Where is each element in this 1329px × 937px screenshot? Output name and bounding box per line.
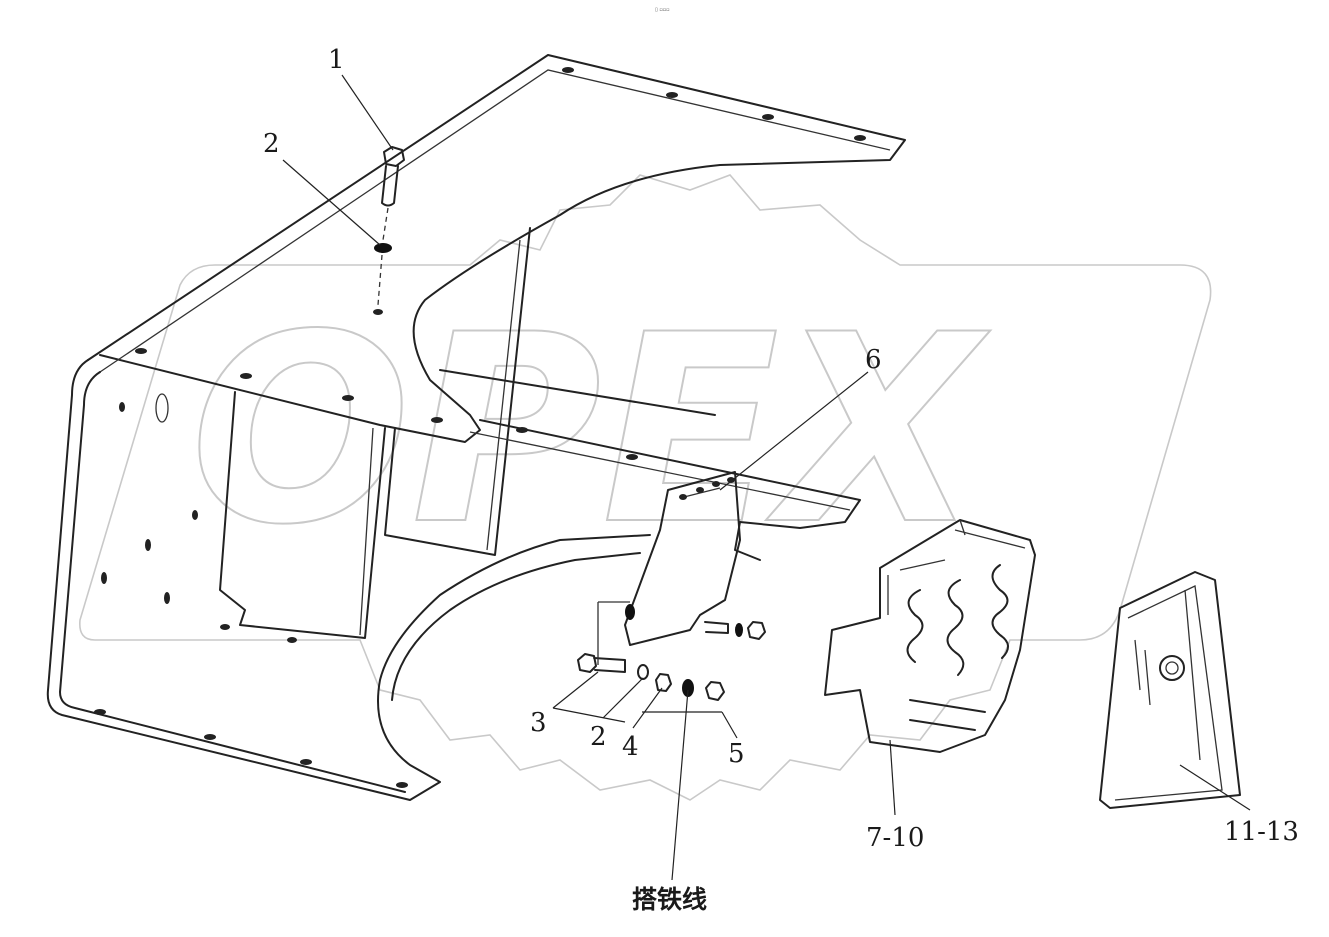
callout-6: 6 xyxy=(865,345,882,375)
callout-1: 1 xyxy=(328,45,345,75)
callout-2-top: 2 xyxy=(263,129,280,159)
bracket-middle-shelf xyxy=(439,369,861,561)
bracket-plate-6 xyxy=(624,471,741,646)
main-bracket xyxy=(46,54,906,801)
large-hole xyxy=(155,393,169,423)
callout-4: 4 xyxy=(622,732,639,762)
bolt-shank xyxy=(381,165,399,207)
nut-5 xyxy=(705,681,725,701)
callout-2-bottom: 2 xyxy=(590,722,607,752)
callout-11-13: 11-13 xyxy=(1224,817,1299,847)
header-mark: ▯ ▫▫▫ xyxy=(655,7,670,13)
top-bolt-assembly xyxy=(374,146,405,306)
callout-7-10: 7-10 xyxy=(866,823,924,853)
bolt-head xyxy=(383,146,405,167)
watermark-gear-outline xyxy=(78,174,1212,801)
cover-7-10 xyxy=(824,519,1036,753)
watermark-text: OPEX xyxy=(190,280,990,582)
callout-ground-wire: 搭铁线 xyxy=(632,885,707,914)
washer-2 xyxy=(637,664,649,680)
callout-3: 3 xyxy=(530,708,547,738)
bracket-left-profile xyxy=(46,359,651,801)
callout-5: 5 xyxy=(728,739,745,769)
bracket-top-plate xyxy=(87,54,906,443)
bolt-3 xyxy=(577,653,626,673)
ground-washer xyxy=(682,679,694,697)
leader-lines xyxy=(282,74,1251,881)
watermark-logo: OPEX xyxy=(78,174,1212,801)
bracket-front-panel xyxy=(219,391,386,639)
fastener-stack xyxy=(577,601,766,701)
enclosure-11-13 xyxy=(1099,571,1241,809)
lock-washer-4 xyxy=(655,673,672,692)
mounting-holes xyxy=(94,67,866,788)
bracket-rear-panel xyxy=(384,227,531,556)
washer-top xyxy=(374,243,392,253)
